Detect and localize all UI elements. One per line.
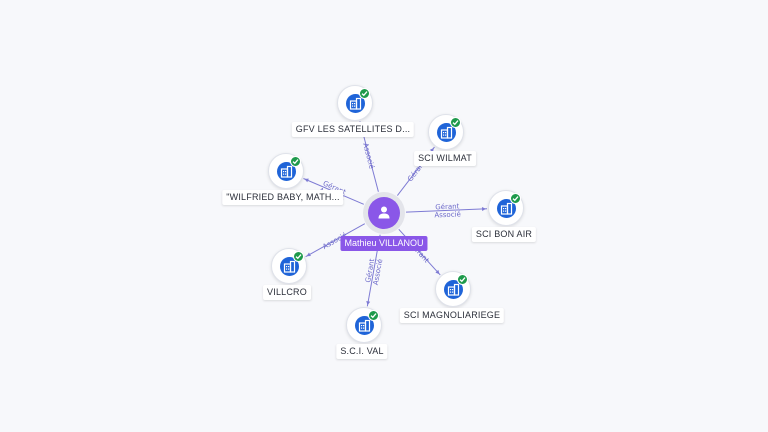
building-icon [358, 319, 371, 332]
edge-villcro [305, 223, 366, 258]
edge-arrow-bonair [481, 206, 487, 211]
company-node-gfv[interactable] [337, 85, 373, 121]
building-icon-bg [497, 199, 516, 218]
check-icon [452, 120, 459, 126]
check-icon [292, 159, 299, 165]
building-icon-bg [437, 123, 456, 142]
company-label-magnoliariege[interactable]: SCI MAGNOLIARIEGE [399, 308, 505, 323]
verified-badge-icon [450, 117, 461, 128]
verified-badge-icon [457, 274, 468, 285]
company-label-wilfried[interactable]: "WILFRIED BABY, MATH... [222, 190, 344, 205]
company-label-villcro[interactable]: VILLCRO [263, 285, 311, 300]
edge-arrow-magnoliariege [435, 269, 440, 275]
edge-arrow-wilfried [304, 178, 309, 183]
edge-bonair [405, 208, 488, 213]
verified-badge-icon [290, 156, 301, 167]
edge-arrow-scival [366, 301, 371, 306]
building-icon-bg [346, 94, 365, 113]
building-icon [440, 126, 453, 139]
building-icon [349, 97, 362, 110]
edge-label-gfv: Associé [361, 142, 375, 170]
company-node-scival[interactable] [346, 307, 382, 343]
building-icon-bg [280, 257, 299, 276]
person-icon [378, 206, 390, 219]
edge-arrow-villcro [306, 252, 311, 257]
company-node-wilmat[interactable] [428, 114, 464, 150]
company-label-wilmat[interactable]: SCI WILMAT [414, 151, 476, 166]
company-label-scival[interactable]: S.C.I. VAL [336, 344, 388, 359]
verified-badge-icon [293, 251, 304, 262]
verified-badge-icon [359, 88, 370, 99]
building-icon [447, 283, 460, 296]
building-icon [500, 202, 513, 215]
edge-label-bonair: GérantAssocié [434, 202, 461, 219]
check-icon [459, 277, 466, 283]
edge-label-scival: GérantAssocié [364, 257, 384, 286]
building-icon [280, 165, 293, 178]
building-icon-bg [277, 162, 296, 181]
building-icon-bg [355, 316, 374, 335]
company-label-gfv[interactable]: GFV LES SATELLITES D... [291, 122, 415, 137]
check-icon [512, 196, 519, 202]
person-name-label: Mathieu VILLANOU [340, 236, 428, 251]
check-icon [361, 91, 368, 97]
verified-badge-icon [510, 193, 521, 204]
person-node[interactable] [368, 197, 400, 229]
check-icon [295, 254, 302, 260]
check-icon [370, 313, 377, 319]
company-node-wilfried[interactable] [268, 153, 304, 189]
company-node-magnoliariege[interactable] [435, 271, 471, 307]
company-label-bonair[interactable]: SCI BON AIR [471, 227, 537, 242]
building-icon-bg [444, 280, 463, 299]
company-node-villcro[interactable] [271, 248, 307, 284]
company-node-bonair[interactable] [488, 190, 524, 226]
verified-badge-icon [368, 310, 379, 321]
building-icon [283, 260, 296, 273]
